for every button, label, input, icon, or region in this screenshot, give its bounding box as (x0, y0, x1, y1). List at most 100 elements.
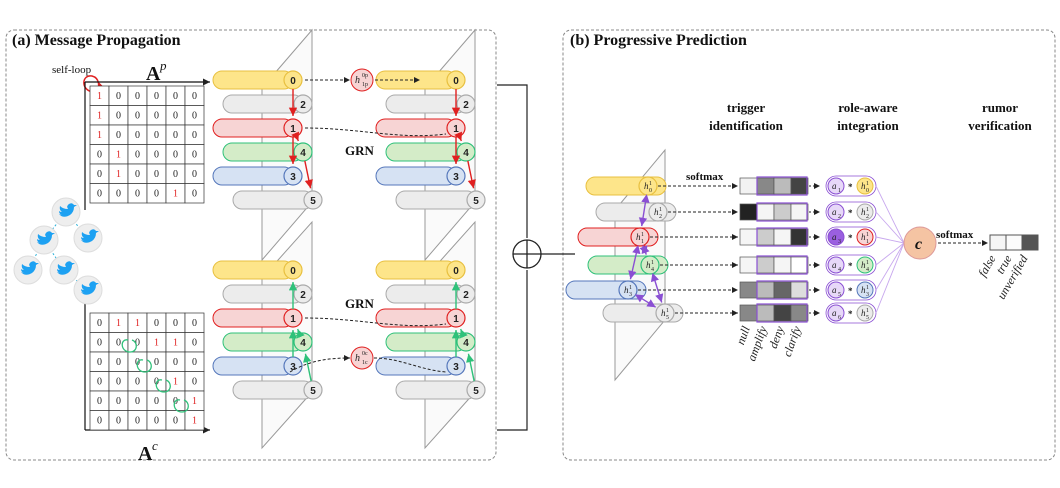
stack-bot-right-node-label: 3 (453, 362, 459, 373)
ac-cell-value: 0 (97, 396, 102, 407)
twitter-tree (13, 197, 103, 305)
ac-cell-value: 1 (173, 377, 178, 388)
ap-cell-value: 0 (154, 91, 159, 102)
stack-top-right-bar (395, 190, 477, 210)
ap-cell-value: 0 (192, 91, 197, 102)
stack-bot-left-bar (232, 380, 314, 400)
ap-cell-value: 0 (154, 111, 159, 122)
stack-bot-right-bar (375, 308, 457, 328)
h-node-label: h (861, 181, 866, 191)
stack-top-left-bar (232, 190, 314, 210)
svg-text:0p: 0p (362, 73, 368, 79)
stack-top-right-bar (385, 142, 467, 162)
ap-cell-value: 0 (173, 130, 178, 141)
stack-top-right-node-label: 3 (453, 172, 459, 183)
stack-top-left-node (303, 190, 323, 210)
h-node (856, 203, 874, 221)
b-stack-h: h (624, 285, 629, 295)
ap-cell-value: 0 (116, 91, 121, 102)
b-stack-h: h (654, 207, 659, 217)
ac-cell-value: 1 (116, 318, 121, 329)
stack-bot-right-edge (459, 328, 468, 339)
stack-top-right-node-label: 5 (473, 196, 479, 207)
b-edge (628, 244, 641, 280)
panel-b-title: (b) Progressive Prediction (570, 32, 747, 49)
alpha-node-sub: 4 (838, 267, 841, 273)
role-to-c-edge (875, 236, 905, 244)
stack-top-right-bar (385, 94, 467, 114)
b-stack-sub: 2 (659, 214, 662, 220)
h-node-sup: 1 (866, 207, 869, 213)
stack-bot-left-node (293, 284, 313, 304)
b-stack-sub: 4 (651, 267, 654, 273)
verdict-bar (989, 234, 1039, 251)
h-node-sub: 1 (866, 239, 869, 245)
c-node (903, 226, 937, 260)
role-to-c-edge (875, 242, 905, 291)
ac-cell-value: 0 (116, 377, 121, 388)
ac-self-loop (121, 339, 137, 353)
h-node (856, 256, 874, 274)
ap-cell-value: 0 (173, 91, 178, 102)
h-node-sub: 5 (866, 315, 869, 321)
ac-cell-value: 0 (97, 338, 102, 349)
h-node-label: h (861, 285, 866, 295)
mult-sign: * (848, 261, 853, 271)
ap-cell-value: 0 (192, 169, 197, 180)
stack-bot-left-bar (222, 284, 304, 304)
alpha-node-sub: 5 (838, 292, 841, 298)
twitter-bird-icon (13, 255, 43, 285)
b-stack-sup: 1 (641, 232, 644, 238)
stack-bot-left-bar (212, 260, 294, 280)
b-stack-sup: 1 (666, 308, 669, 314)
stack-top-right-edge (454, 131, 463, 142)
twitter-bird-icon (73, 275, 103, 305)
b-stack-sub: 5 (666, 315, 669, 321)
softmax-right-label: softmax (936, 229, 974, 241)
ap-cell-value: 0 (97, 189, 102, 200)
h-node-sub: 0 (866, 188, 869, 194)
ac-cell-value: 1 (192, 396, 197, 407)
h-node-top-mid: h 0p 1p (305, 68, 420, 92)
ap-cell-value: 1 (97, 111, 102, 122)
b-stack-sub: 3 (629, 292, 632, 298)
alpha-node-label: a (832, 308, 837, 318)
stack-top-left-edge (291, 131, 300, 142)
ac-label-sup: c (152, 438, 158, 453)
role-to-c-edge (875, 185, 905, 244)
svg-text:1c: 1c (362, 360, 368, 366)
stack-bot-right-bar (385, 332, 467, 352)
ap-cell-value: 1 (116, 150, 121, 161)
ap-cell-value: 0 (135, 91, 140, 102)
mult-sign: * (848, 233, 853, 243)
ap-cell-value: 0 (116, 189, 121, 200)
alpha-node-label: a (832, 207, 837, 217)
ap-cell-value: 0 (135, 169, 140, 180)
stack-bot-right-bar (395, 380, 477, 400)
twitter-bird-icon (29, 225, 59, 255)
twitter-bird-icon (73, 223, 103, 253)
ac-cell-value: 0 (154, 416, 159, 427)
b-edge (650, 272, 664, 303)
ac-cell-value: 0 (97, 377, 102, 388)
b-stack-node (655, 303, 675, 323)
ap-cell-value: 0 (135, 130, 140, 141)
stack-top-left-node-label: 3 (290, 172, 296, 183)
ac-cell-value: 0 (192, 357, 197, 368)
alpha-node (827, 256, 845, 274)
ac-cell-value: 0 (97, 357, 102, 368)
ac-cell-value: 1 (173, 338, 178, 349)
ac-cell-value: 0 (135, 377, 140, 388)
stack-bot-right-node (466, 380, 486, 400)
stack-bot-right-node-label: 5 (473, 386, 479, 397)
alpha-node-sub: 6 (838, 315, 841, 321)
alpha-node-label: a (832, 181, 837, 191)
stack-top-right-node (446, 166, 466, 186)
trigger-bar (739, 227, 820, 247)
b-stack-h: h (646, 260, 651, 270)
trigger-bar (739, 255, 820, 275)
